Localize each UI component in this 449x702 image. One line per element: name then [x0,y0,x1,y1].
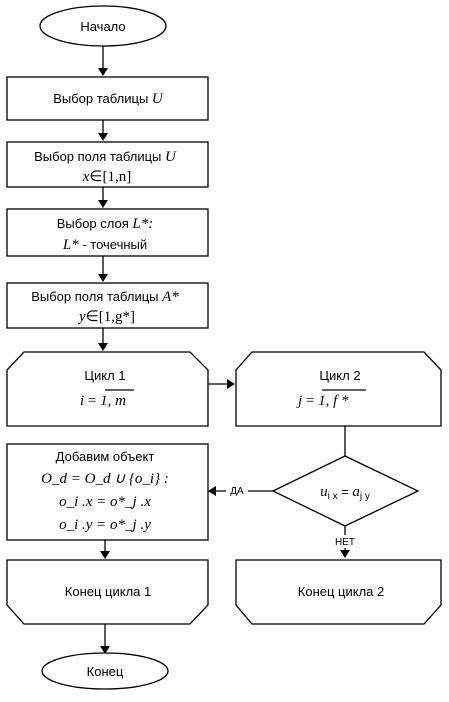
connector-yes: ДА [208,484,273,497]
svg-text:Выбор таблицы U: Выбор таблицы U [53,91,164,107]
condition-right: a [352,484,360,500]
connector-start-to-table [98,46,108,76]
select-layer-var: L* [62,237,79,253]
select-field2-var: y [77,309,86,325]
select-field-process: Выбор поля таблицы U x∈[1,n] [6,141,209,188]
svg-text:Выбор поля таблицы U: Выбор поля таблицы U [34,149,177,165]
add-object-line2: o_i .x = o*_j .x [59,494,151,510]
add-object-title: Добавим объект [56,449,155,464]
svg-text:Выбор слоя L*:: Выбор слоя L*: [57,216,154,232]
end-label: Конец [87,664,124,679]
yes-label: ДА [230,486,244,497]
end-loop2-label: Конец цикла 2 [298,584,384,599]
loop1-range: 1, m [100,393,126,409]
start-label: Начало [80,19,125,34]
select-table-text: Выбор таблицы [53,91,148,106]
add-object-process: Добавим объект O_d = O_d ∪ {o_i} : o_i .… [6,443,209,541]
connector-loop1-to-loop2 [208,379,235,389]
loop2-start: Цикл 2 j = 1, f * [235,351,442,427]
end-terminal: Конец [41,652,169,690]
loop1-title: Цикл 1 [84,368,125,383]
no-label: НЕТ [335,537,355,548]
start-terminal: Начало [39,5,167,47]
svg-text:ui x = aj y: ui x = aj y [320,484,370,502]
connector-table-to-field [98,120,108,141]
connector-no: НЕТ [330,526,360,558]
connector-field-to-layer [98,187,108,208]
add-object-line1: O_d = O_d ∪ {o_i} : [41,471,169,487]
select-table-process: Выбор таблицы U [6,76,209,121]
svg-text:x∈[1,n]: x∈[1,n] [82,169,132,185]
condition-right-sub: j y [359,491,370,502]
svg-text:Выбор поля таблицы A*: Выбор поля таблицы A* [31,289,179,305]
connector-field2-to-loop1 [98,328,108,351]
condition-decision: ui x = aj y [271,455,420,527]
loop2-title: Цикл 2 [319,368,360,383]
select-layer-desc: - точечный [79,237,147,252]
select-field-text: Выбор поля таблицы [34,149,161,164]
select-field2-process: Выбор поля таблицы A* y∈[1,g*] [6,282,209,329]
select-field-range: [1,n] [103,169,132,185]
end-loop2: Конец цикла 2 [235,559,442,625]
select-field-op: ∈ [89,169,102,185]
select-field2-text: Выбор поля таблицы [31,289,158,304]
connector-endloop1-to-end [100,624,110,654]
select-table-symbol: U [152,91,164,107]
svg-text:L* - точечный: L* - точечный [62,237,147,253]
select-field-symbol: U [165,149,177,165]
condition-eq: = [338,484,353,499]
select-layer-text: Выбор слоя [57,216,129,231]
end-loop1: Конец цикла 1 [6,559,209,625]
select-field-var: x [82,169,90,185]
loop1-eq: = [84,393,100,409]
select-layer-symbol: L*: [131,216,153,232]
end-loop1-label: Конец цикла 1 [65,584,151,599]
loop1-start: Цикл 1 i = 1, m [6,351,209,427]
loop2-range: 1, f * [318,393,349,409]
svg-text:i = 1, m: i = 1, m [80,393,126,409]
loop2-eq: = [302,393,318,409]
connector-add-to-endloop1 [100,540,110,559]
connector-layer-to-field2 [98,256,108,282]
svg-text:y∈[1,g*]: y∈[1,g*] [77,309,135,325]
loop2-var: j [296,393,302,409]
condition-left-sub: i x [328,491,338,502]
select-layer-process: Выбор слоя L*: L* - точечный [6,208,209,257]
add-object-line3: o_i .y = o*_j .y [59,517,151,533]
loop1-var: i [80,393,84,409]
svg-text:j = 1, f *: j = 1, f * [296,393,349,409]
select-field2-op: ∈ [86,309,99,325]
select-field2-range: [1,g*] [99,309,135,325]
select-field2-symbol: A* [161,289,179,305]
condition-left: u [320,484,328,500]
